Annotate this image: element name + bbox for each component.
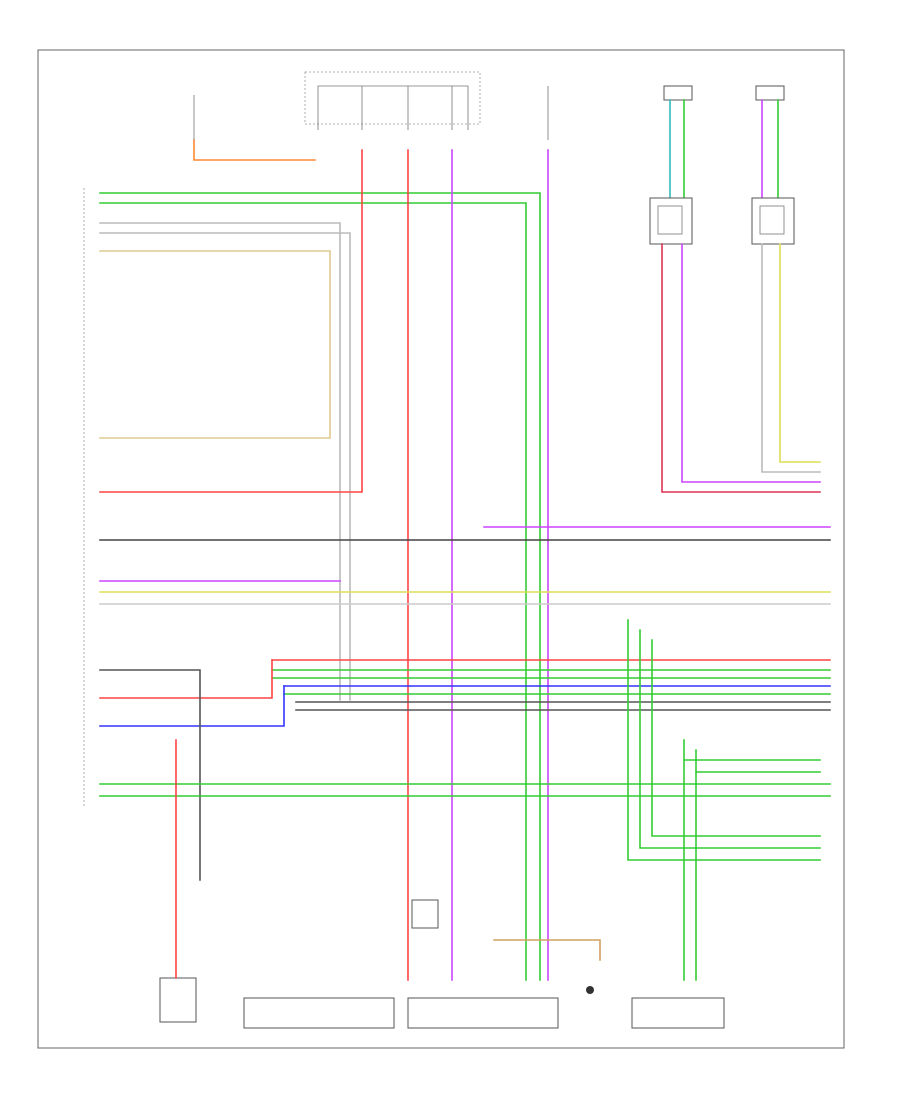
left-height-motor: [649, 197, 693, 245]
small-module: [411, 899, 439, 929]
wire-yellow-rm: [779, 243, 821, 463]
wire-green-1: [99, 192, 541, 981]
left-rear-sensor: [663, 85, 693, 101]
wire-tan-1: [99, 250, 331, 439]
right-height-motor-inner: [759, 205, 785, 235]
wire-gray-1: [99, 222, 341, 701]
upper-wires: [99, 149, 831, 981]
fuse-bus: [317, 85, 469, 130]
left-height-motor-inner: [657, 205, 683, 235]
bottom-modules: [159, 739, 725, 1029]
wire-orange-top: [193, 139, 316, 161]
right-rear-sensor: [755, 85, 785, 101]
wire-green-2: [99, 202, 527, 981]
wire-violet-lm: [681, 243, 821, 483]
bus-tie-dark: [99, 669, 201, 881]
center-module-left: [243, 997, 395, 1029]
diagram-frame: [37, 49, 845, 1049]
fanout-g1: [627, 619, 821, 861]
wire-red-fuse: [99, 149, 363, 493]
bus-tie-blue: [99, 685, 285, 727]
ground-icon: [586, 986, 594, 994]
fanout-g3: [651, 639, 821, 837]
center-module-right: [631, 997, 725, 1029]
wire-gray-2: [99, 232, 351, 701]
right-height-motor: [751, 197, 795, 245]
fuse-block-outline: [304, 71, 481, 125]
lower-bus: [99, 619, 831, 981]
wire-tan-bottom: [493, 939, 601, 961]
wire-red-lm: [661, 243, 821, 493]
center-module-middle: [407, 997, 559, 1029]
fanout-g2: [639, 629, 821, 849]
bus-tie-red: [99, 659, 273, 699]
top-component-group: [193, 71, 795, 245]
left-module-bottom: [159, 977, 197, 1023]
wire-gray-rm: [761, 243, 821, 473]
